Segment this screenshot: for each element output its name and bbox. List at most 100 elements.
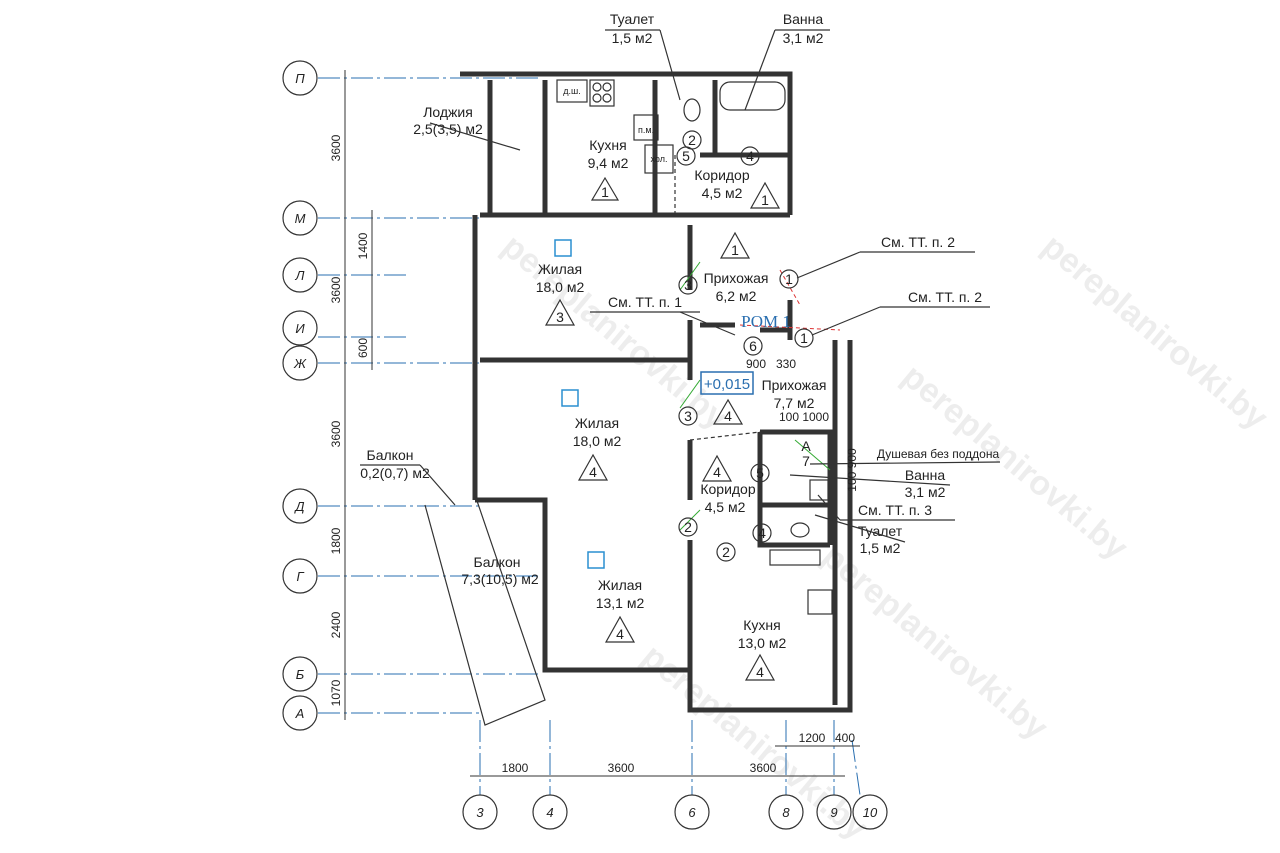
axis-Г: Г [282,558,318,594]
label: 18,0 м2 [536,279,585,295]
drawing-element [752,523,772,543]
drawing-element: 2 [678,517,698,537]
drawing-element: 2 [682,130,702,150]
drawing-element [789,474,951,486]
drawing-element [577,453,609,481]
label: 1 [761,192,769,208]
label: 5 [682,148,690,164]
drawing-element [744,29,776,111]
drawing-element [544,298,576,326]
bathtub-icon [719,81,786,111]
axis-10: 10 [852,794,888,830]
drawing-element [460,71,793,215]
drawing-element: 2 [716,542,736,562]
note-shower: Душевая без поддона [877,447,1000,461]
drawing-element [816,794,852,830]
axis-И: И [282,310,318,346]
axis-6: 6 [674,794,710,830]
label: А [801,438,811,454]
walls [424,71,853,726]
label: 2400 [329,611,343,638]
drawing-element [851,739,861,796]
label: 4 [746,148,754,164]
label: 1800 [502,761,529,775]
label: А [295,706,305,721]
drawing-element [429,122,521,151]
label: 3 [476,805,484,820]
label: И [295,321,305,336]
stove-icon [589,79,615,107]
note-tt2: См. ТТ. п. 2 [908,289,982,305]
label: 100 1000 [779,410,829,424]
label: хол. [651,154,668,164]
label: Жилая [575,415,619,431]
label: 10 [863,805,878,820]
label: 7,3(10,5) м2 [461,571,539,587]
label: Коридор [694,167,750,183]
label: 600 [356,338,370,358]
drawing-element [740,146,760,166]
label: д.ш. [563,86,580,96]
axis-Ж: Ж [282,345,318,381]
drawing-element: 6 [743,336,763,356]
label: 7 [802,453,810,469]
drawing-element [749,181,781,209]
label: 1800 [329,527,343,554]
drawing-element [679,311,736,336]
drawing-element [794,328,814,348]
drawing-element [282,257,318,293]
drawing-element [602,82,612,92]
drawing-element [743,336,763,356]
label: 3600 [329,420,343,447]
drawing-element [659,29,681,101]
label: 13,1 м2 [596,595,645,611]
drawing-element [282,488,318,524]
label: Коридор [700,481,756,497]
drawing-element [556,79,588,103]
axis-П: П [282,60,318,96]
drawing-element [532,794,568,830]
note-tt1: См. ТТ. п. 1 [608,294,682,310]
drawing-element [779,269,799,289]
label: 5 [756,465,764,481]
label: Г [296,569,304,584]
drawing-element [719,231,751,259]
living-room-icons [554,239,605,569]
drawing-element: 4 [752,523,772,543]
drawing-element [674,794,710,830]
label: 1,5 м2 [860,540,901,556]
note-tt3: См. ТТ. п. 3 [858,502,932,518]
label: 3 [556,309,564,325]
drawing-element [817,494,841,521]
label: Ванна [905,467,946,483]
label: 1,5 м2 [612,30,653,46]
level-mark-box [700,371,754,395]
label: 3 [684,277,692,293]
label: 8 [782,805,790,820]
axis-8: 8 [768,794,804,830]
label: 2 [684,519,692,535]
column-axes: 3 4 6 8 9 10 [462,794,888,830]
drawing-element [679,509,701,531]
label: Прихожая [762,377,827,393]
label: 1070 [329,679,343,706]
label: М [295,211,306,226]
label: Прихожая [704,270,769,286]
label: п.м. [638,125,654,135]
living-room-icon [554,239,572,257]
label: 3600 [608,761,635,775]
label: Д [293,499,304,514]
axis-Д: Д [282,488,318,524]
drawing-element [590,176,620,201]
drawing-element [678,517,698,537]
toilet-icon [683,98,701,122]
drawing-element: 5 [750,463,770,483]
